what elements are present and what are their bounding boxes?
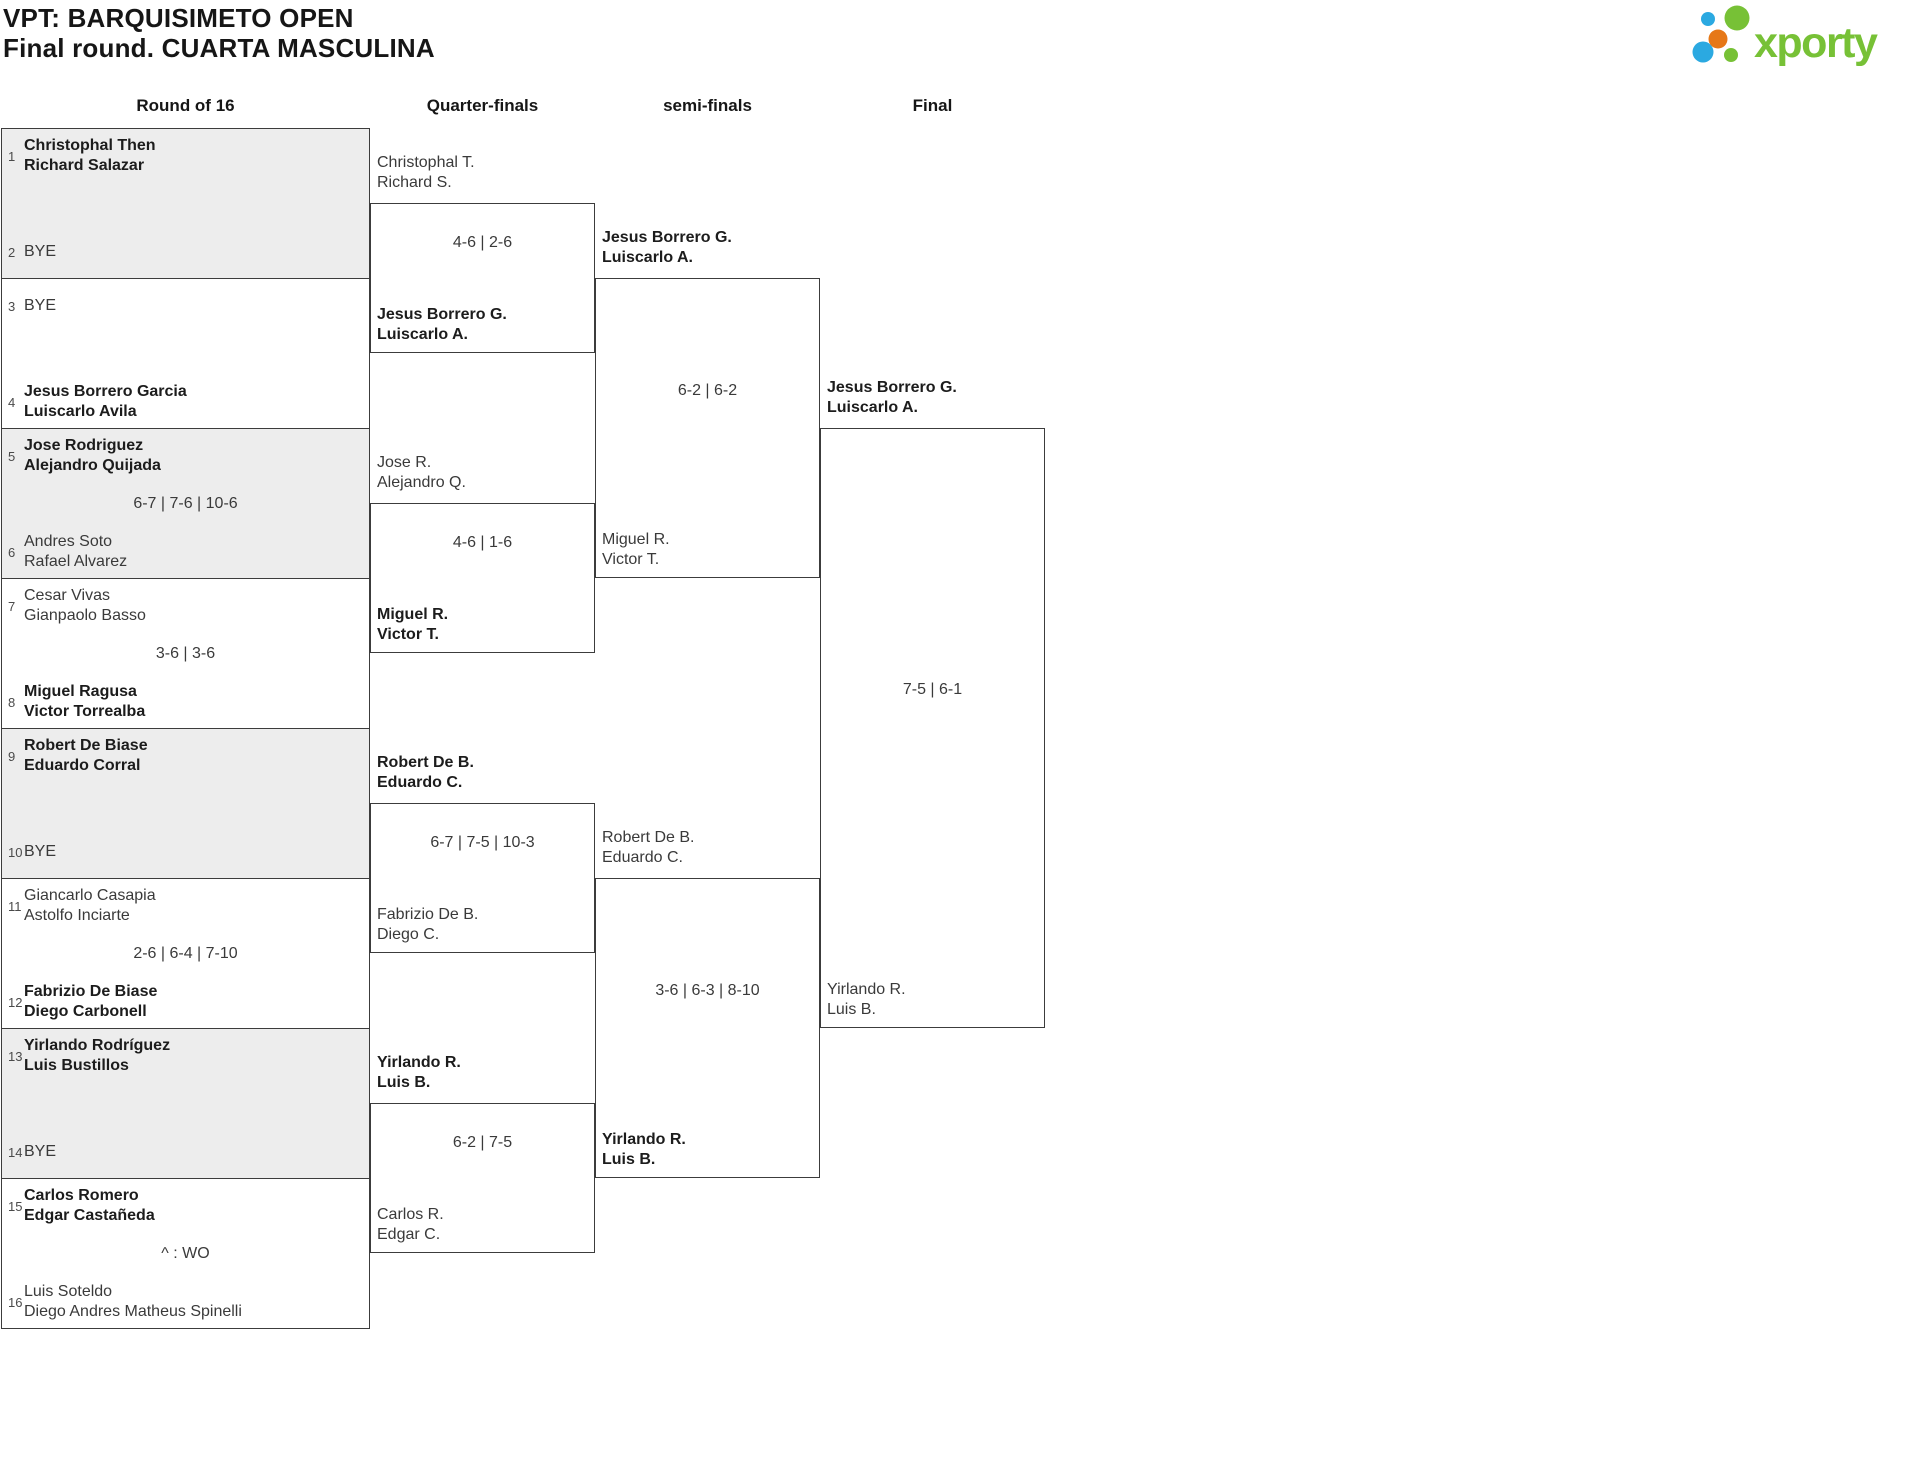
sf1-team2-label: Miguel R.Victor T. bbox=[602, 531, 670, 568]
column-header-semi-finals: semi-finals bbox=[663, 96, 752, 115]
team-row: 10 BYE bbox=[2, 832, 369, 872]
qf3-team2-label: Fabrizio De B.Diego C. bbox=[377, 906, 479, 943]
qf4-team2-label: Carlos R.Edgar C. bbox=[377, 1206, 444, 1243]
seed: 6 bbox=[8, 544, 16, 560]
column-header-round-of-16: Round of 16 bbox=[136, 96, 235, 115]
qf-match-3-box: 6-7 | 7-5 | 10-3 Fabrizio De B.Diego C. bbox=[370, 803, 595, 953]
column-header-final: Final bbox=[912, 96, 953, 115]
seed: 15 bbox=[8, 1198, 23, 1214]
title-line-2: Final round. CUARTA MASCULINA bbox=[3, 33, 435, 63]
seed: 16 bbox=[8, 1294, 23, 1310]
qf2-team2-label: Miguel R.Victor T. bbox=[377, 606, 449, 643]
seed: 13 bbox=[8, 1048, 23, 1064]
logo-text: xporty bbox=[1754, 19, 1878, 67]
qf-match-2-box: 4-6 | 1-6 Miguel R.Victor T. bbox=[370, 503, 595, 653]
seed: 12 bbox=[8, 994, 23, 1010]
qf3-team1-label: Robert De B.Eduardo C. bbox=[377, 754, 474, 791]
seed: 2 bbox=[8, 244, 16, 260]
qf1-team2-label: Jesus Borrero G.Luiscarlo A. bbox=[377, 306, 507, 343]
seed: 9 bbox=[8, 748, 16, 764]
team-names: BYE bbox=[24, 297, 57, 314]
team-row: 2 BYE bbox=[2, 232, 369, 272]
sf2-team2-label: Yirlando R.Luis B. bbox=[602, 1131, 686, 1168]
team-names: BYE bbox=[24, 843, 57, 860]
match-score: 3-6 | 3-6 bbox=[155, 644, 216, 662]
seed: 5 bbox=[8, 448, 16, 464]
team-names: BYE bbox=[24, 1143, 57, 1160]
match-score: 2-6 | 6-4 | 7-10 bbox=[133, 944, 238, 962]
qf4-team1-label: Yirlando R.Luis B. bbox=[377, 1054, 461, 1091]
seed: 1 bbox=[8, 148, 16, 164]
seed: 7 bbox=[8, 598, 16, 614]
match-score: 4-6 | 2-6 bbox=[452, 234, 513, 251]
page-title: VPT: BARQUISIMETO OPEN Final round. CUAR… bbox=[3, 3, 435, 63]
title-line-1: VPT: BARQUISIMETO OPEN bbox=[3, 3, 354, 33]
qf2-team1-label: Jose R.Alejandro Q. bbox=[377, 454, 466, 491]
qf-match-1-box: 4-6 | 2-6 Jesus Borrero G.Luiscarlo A. bbox=[370, 203, 595, 353]
team-row: 14 BYE bbox=[2, 1132, 369, 1172]
team-names: BYE bbox=[24, 243, 57, 260]
match-score: 4-6 | 1-6 bbox=[452, 534, 513, 551]
seed: 10 bbox=[8, 844, 23, 860]
team-row: 3 BYE bbox=[2, 286, 369, 326]
seed: 3 bbox=[8, 298, 16, 314]
xporty-logo[interactable]: xporty bbox=[1686, 1, 1918, 69]
sf1-team1-label: Jesus Borrero G.Luiscarlo A. bbox=[602, 229, 732, 266]
logo-dots-icon bbox=[1692, 5, 1750, 63]
qf-match-4-box: 6-2 | 7-5 Carlos R.Edgar C. bbox=[370, 1103, 595, 1253]
seed: 8 bbox=[8, 694, 16, 710]
column-header-quarter-finals: Quarter-finals bbox=[426, 96, 539, 115]
match-score: 6-2 | 6-2 bbox=[677, 382, 738, 399]
match-score: 7-5 | 6-1 bbox=[902, 681, 963, 698]
match-score: 3-6 | 6-3 | 8-10 bbox=[655, 982, 760, 999]
match-score: 6-7 | 7-6 | 10-6 bbox=[133, 494, 238, 512]
final-team2-label: Yirlando R.Luis B. bbox=[827, 981, 906, 1018]
seed: 14 bbox=[8, 1144, 23, 1160]
sf-match-2-box: 3-6 | 6-3 | 8-10 Yirlando R.Luis B. bbox=[595, 878, 820, 1178]
match-score: 6-2 | 7-5 bbox=[452, 1134, 513, 1151]
final-team1-label: Jesus Borrero G.Luiscarlo A. bbox=[827, 379, 957, 416]
seed: 11 bbox=[8, 898, 22, 914]
seed: 4 bbox=[8, 394, 16, 410]
match-score: 6-7 | 7-5 | 10-3 bbox=[430, 834, 535, 851]
match-score: ^ : WO bbox=[161, 1244, 210, 1262]
sf2-team1-label: Robert De B.Eduardo C. bbox=[602, 829, 695, 866]
final-match-box: 7-5 | 6-1 Yirlando R.Luis B. bbox=[820, 428, 1045, 1028]
sf-match-1-box: 6-2 | 6-2 Miguel R.Victor T. bbox=[595, 278, 820, 578]
qf1-team1-label: Christophal T.Richard S. bbox=[377, 154, 475, 191]
